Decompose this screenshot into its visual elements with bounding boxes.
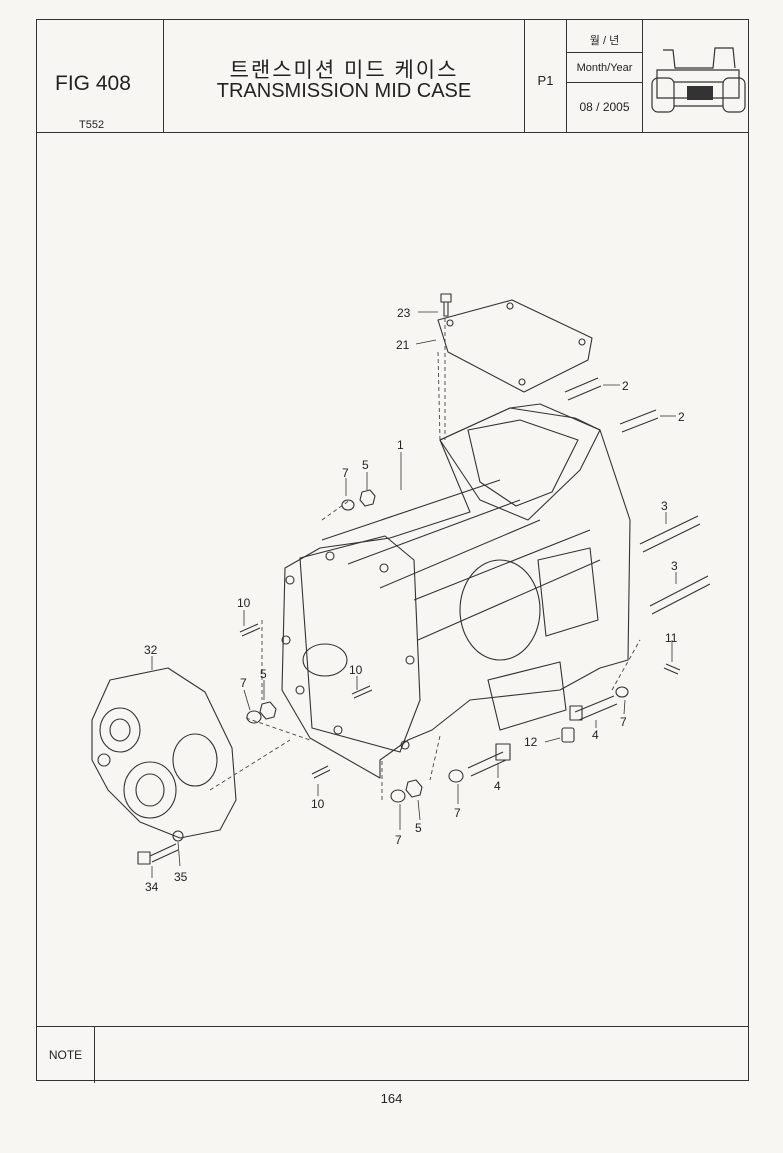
callout-4: 4 (592, 728, 599, 742)
callout-21: 21 (396, 338, 410, 352)
callout-5: 5 (260, 667, 267, 681)
callout-32: 32 (144, 643, 158, 657)
callout-10: 10 (349, 663, 363, 677)
callout-7: 7 (240, 676, 247, 690)
cover-bolt (440, 293, 452, 317)
callout-4: 4 (494, 779, 501, 793)
callout-35: 35 (174, 870, 188, 884)
callout-7: 7 (454, 806, 461, 820)
callout-10: 10 (237, 596, 251, 610)
callout-10: 10 (311, 797, 325, 811)
callout-34: 34 (145, 880, 159, 894)
date-label-english: Month/Year (576, 62, 633, 74)
callout-5: 5 (415, 821, 422, 835)
model-code: T552 (79, 119, 105, 131)
callout-23: 23 (397, 306, 411, 320)
callout-2: 2 (678, 410, 685, 424)
date-cell: 월 / 년 Month/Year 08 / 2005 (567, 20, 643, 132)
callout-11: 11 (665, 631, 678, 645)
callout-3: 3 (661, 499, 668, 513)
top-cover-plate (437, 299, 593, 393)
page-number: 164 (380, 1091, 403, 1106)
figure-number: FIG 408 (55, 72, 131, 95)
callout-12: 12 (524, 735, 538, 749)
callout-5: 5 (362, 458, 369, 472)
callout-7: 7 (395, 833, 402, 847)
callout-1: 1 (397, 438, 404, 452)
callout-3: 3 (671, 559, 678, 573)
note-row: NOTE (37, 1026, 748, 1083)
page-cell: P1 (525, 20, 567, 132)
callout-7: 7 (620, 715, 627, 729)
figure-cell: FIG 408 T552 (37, 20, 164, 132)
page-frame: FIG 408 T552 트랜스미션 미드 케이스 TRANSMISSION M… (36, 19, 749, 1083)
callout-7: 7 (342, 466, 349, 480)
date-value: 08 / 2005 (579, 100, 630, 114)
page-label: P1 (537, 73, 554, 88)
main-case-body (281, 403, 631, 779)
callout-2: 2 (622, 379, 629, 393)
title-korean: 트랜스미션 미드 케이스 (229, 59, 459, 82)
title-cell: 트랜스미션 미드 케이스 TRANSMISSION MID CASE (164, 20, 525, 132)
title-block: FIG 408 T552 트랜스미션 미드 케이스 TRANSMISSION M… (37, 20, 748, 133)
tractor-icon (643, 20, 750, 132)
title-english: TRANSMISSION MID CASE (216, 80, 472, 102)
date-label-korean: 월 / 년 (589, 35, 620, 47)
note-label: NOTE (37, 1027, 95, 1083)
rear-cover (91, 667, 237, 839)
